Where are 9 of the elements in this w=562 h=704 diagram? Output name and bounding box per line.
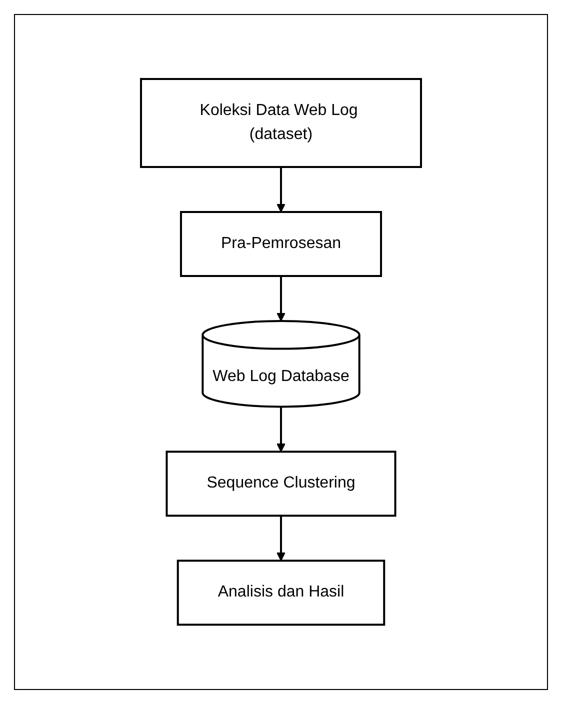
arrow bbox=[276, 406, 286, 452]
arrow bbox=[276, 276, 286, 322]
node-box bbox=[140, 78, 422, 168]
arrow bbox=[276, 167, 286, 213]
diagram-frame: Koleksi Data Web Log (dataset) Pra-Pemrosesan Web Log Database Sequence Clustering Analisis dan Hasil bbox=[14, 14, 548, 690]
node-box bbox=[166, 450, 396, 517]
node-box bbox=[180, 211, 382, 278]
node-box bbox=[176, 560, 386, 626]
arrow bbox=[276, 516, 286, 562]
